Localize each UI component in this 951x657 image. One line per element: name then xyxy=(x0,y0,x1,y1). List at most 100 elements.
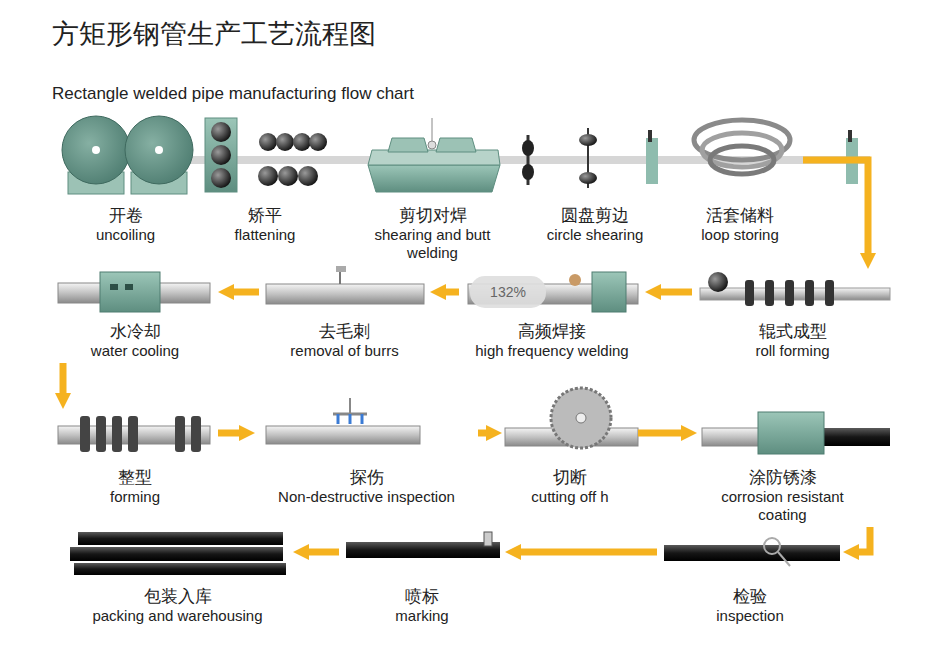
flaw-detector-part xyxy=(337,414,340,424)
circle-shear-part xyxy=(646,138,658,184)
loop-accumulator-part xyxy=(848,130,852,142)
sizing-rollers-part xyxy=(175,416,185,452)
step-name-en: circle shearing xyxy=(520,226,670,244)
step-name-en: inspection xyxy=(660,607,840,625)
process-step: 辊式成型roll forming xyxy=(695,272,890,360)
process-step: 切断cutting off h xyxy=(505,412,635,506)
loop-accumulator-part xyxy=(710,146,774,174)
strip-line xyxy=(673,156,677,164)
step-name-en: roll forming xyxy=(695,342,890,360)
step-name-en: high frequency welding xyxy=(462,342,642,360)
roll-former-part xyxy=(765,280,774,306)
sizing-rollers-part xyxy=(128,416,138,452)
hf-welder xyxy=(468,272,638,312)
flow-arrow xyxy=(803,160,868,253)
roll-former xyxy=(700,272,890,306)
flaw-detector-part xyxy=(349,398,351,414)
coating-box xyxy=(702,412,890,454)
step-name-zh: 整型 xyxy=(55,468,215,488)
cooling-box-part xyxy=(100,272,160,312)
marking-pipe-part xyxy=(484,532,492,546)
step-name-zh: 检验 xyxy=(660,587,840,607)
step-name-en: uncoiling xyxy=(58,226,193,244)
step-name-zh: 探伤 xyxy=(258,468,475,488)
step-name-zh: 剪切对焊 xyxy=(360,206,505,226)
sizing-rollers-part xyxy=(96,416,106,452)
process-step: 剪切对焊shearing and butt welding xyxy=(360,112,505,262)
process-step: 涂防锈漆corrosion resistant coating xyxy=(700,412,865,524)
step-name-zh: 辊式成型 xyxy=(695,322,890,342)
marking-pipe xyxy=(346,532,500,558)
flow-arrow xyxy=(661,289,692,296)
packed-pipes xyxy=(70,532,286,575)
process-step: 矫平flattening xyxy=(200,112,330,244)
roll-former-part xyxy=(708,272,728,292)
process-step: 整型forming xyxy=(55,412,215,506)
flattening-rollers-part xyxy=(205,118,237,192)
diagram-title: 方矩形钢管生产工艺流程图 xyxy=(52,18,376,50)
sizing-rollers xyxy=(58,416,210,452)
strip-line xyxy=(508,156,517,164)
cooling-box-part xyxy=(110,284,118,290)
step-name-zh: 活套储料 xyxy=(680,206,800,226)
flow-arrow xyxy=(521,549,657,556)
step-name-zh: 开卷 xyxy=(58,206,193,226)
shear-welder-part xyxy=(368,165,500,192)
sizing-rollers-part xyxy=(112,416,122,452)
uncoiler-part xyxy=(155,146,163,154)
step-name-zh: 涂防锈漆 xyxy=(700,468,865,488)
cooling-box xyxy=(58,272,210,312)
inspected-pipe-part xyxy=(764,538,780,554)
flow-arrow xyxy=(446,289,459,296)
shear-welder-part xyxy=(388,138,428,152)
process-step: 水冷却water cooling xyxy=(55,272,215,360)
step-name-zh: 矫平 xyxy=(200,206,330,226)
flow-arrow xyxy=(234,289,259,296)
process-step: 去毛刺removal of burrs xyxy=(262,272,427,360)
flaw-detector xyxy=(266,398,420,444)
roll-former-part xyxy=(785,280,794,306)
flattening-rollers xyxy=(205,118,327,192)
coating-box-part xyxy=(758,412,824,454)
flattening-rollers-part xyxy=(309,133,327,151)
cutting-saw-part xyxy=(551,388,611,448)
hf-welder-part xyxy=(569,274,581,286)
circle-shear xyxy=(522,128,658,188)
step-name-en: forming xyxy=(55,488,215,506)
coating-box-part xyxy=(824,428,890,446)
marking-pipe-part xyxy=(346,542,500,558)
uncoiler-part xyxy=(125,116,193,184)
sizing-rollers-part xyxy=(191,416,201,452)
step-name-zh: 水冷却 xyxy=(55,322,215,342)
circle-shear-part xyxy=(522,140,534,156)
shear-welder-part xyxy=(428,141,436,149)
step-name-en: cutting off h xyxy=(505,488,635,506)
flow-arrow xyxy=(60,363,67,393)
step-name-zh: 切断 xyxy=(505,468,635,488)
circle-shear-part xyxy=(648,130,652,142)
inspected-pipe xyxy=(664,538,840,566)
uncoiler xyxy=(62,116,193,194)
uncoiler-part xyxy=(62,116,130,184)
strip-line xyxy=(333,156,357,164)
circle-shear-part xyxy=(579,134,597,146)
step-name-en: corrosion resistant coating xyxy=(700,488,865,524)
flattening-rollers-part xyxy=(259,133,277,151)
step-name-zh: 去毛刺 xyxy=(262,322,427,342)
roll-former-part xyxy=(825,280,834,306)
roll-former-part xyxy=(745,280,754,306)
roll-former-part xyxy=(805,280,814,306)
roll-former-part xyxy=(700,288,890,300)
process-step: 活套储料loop storing xyxy=(680,112,800,244)
hf-welder-part xyxy=(592,272,626,312)
step-name-zh: 喷标 xyxy=(342,587,502,607)
flow-arrow xyxy=(638,430,681,437)
process-step: 圆盘剪边circle shearing xyxy=(520,112,670,244)
process-step: 检验inspection xyxy=(660,530,840,625)
flaw-detector-part xyxy=(361,414,364,424)
step-name-en: removal of burrs xyxy=(262,342,427,360)
flattening-rollers-part xyxy=(278,166,298,186)
deburring-tool xyxy=(266,266,424,304)
packed-pipes-part xyxy=(70,547,283,561)
